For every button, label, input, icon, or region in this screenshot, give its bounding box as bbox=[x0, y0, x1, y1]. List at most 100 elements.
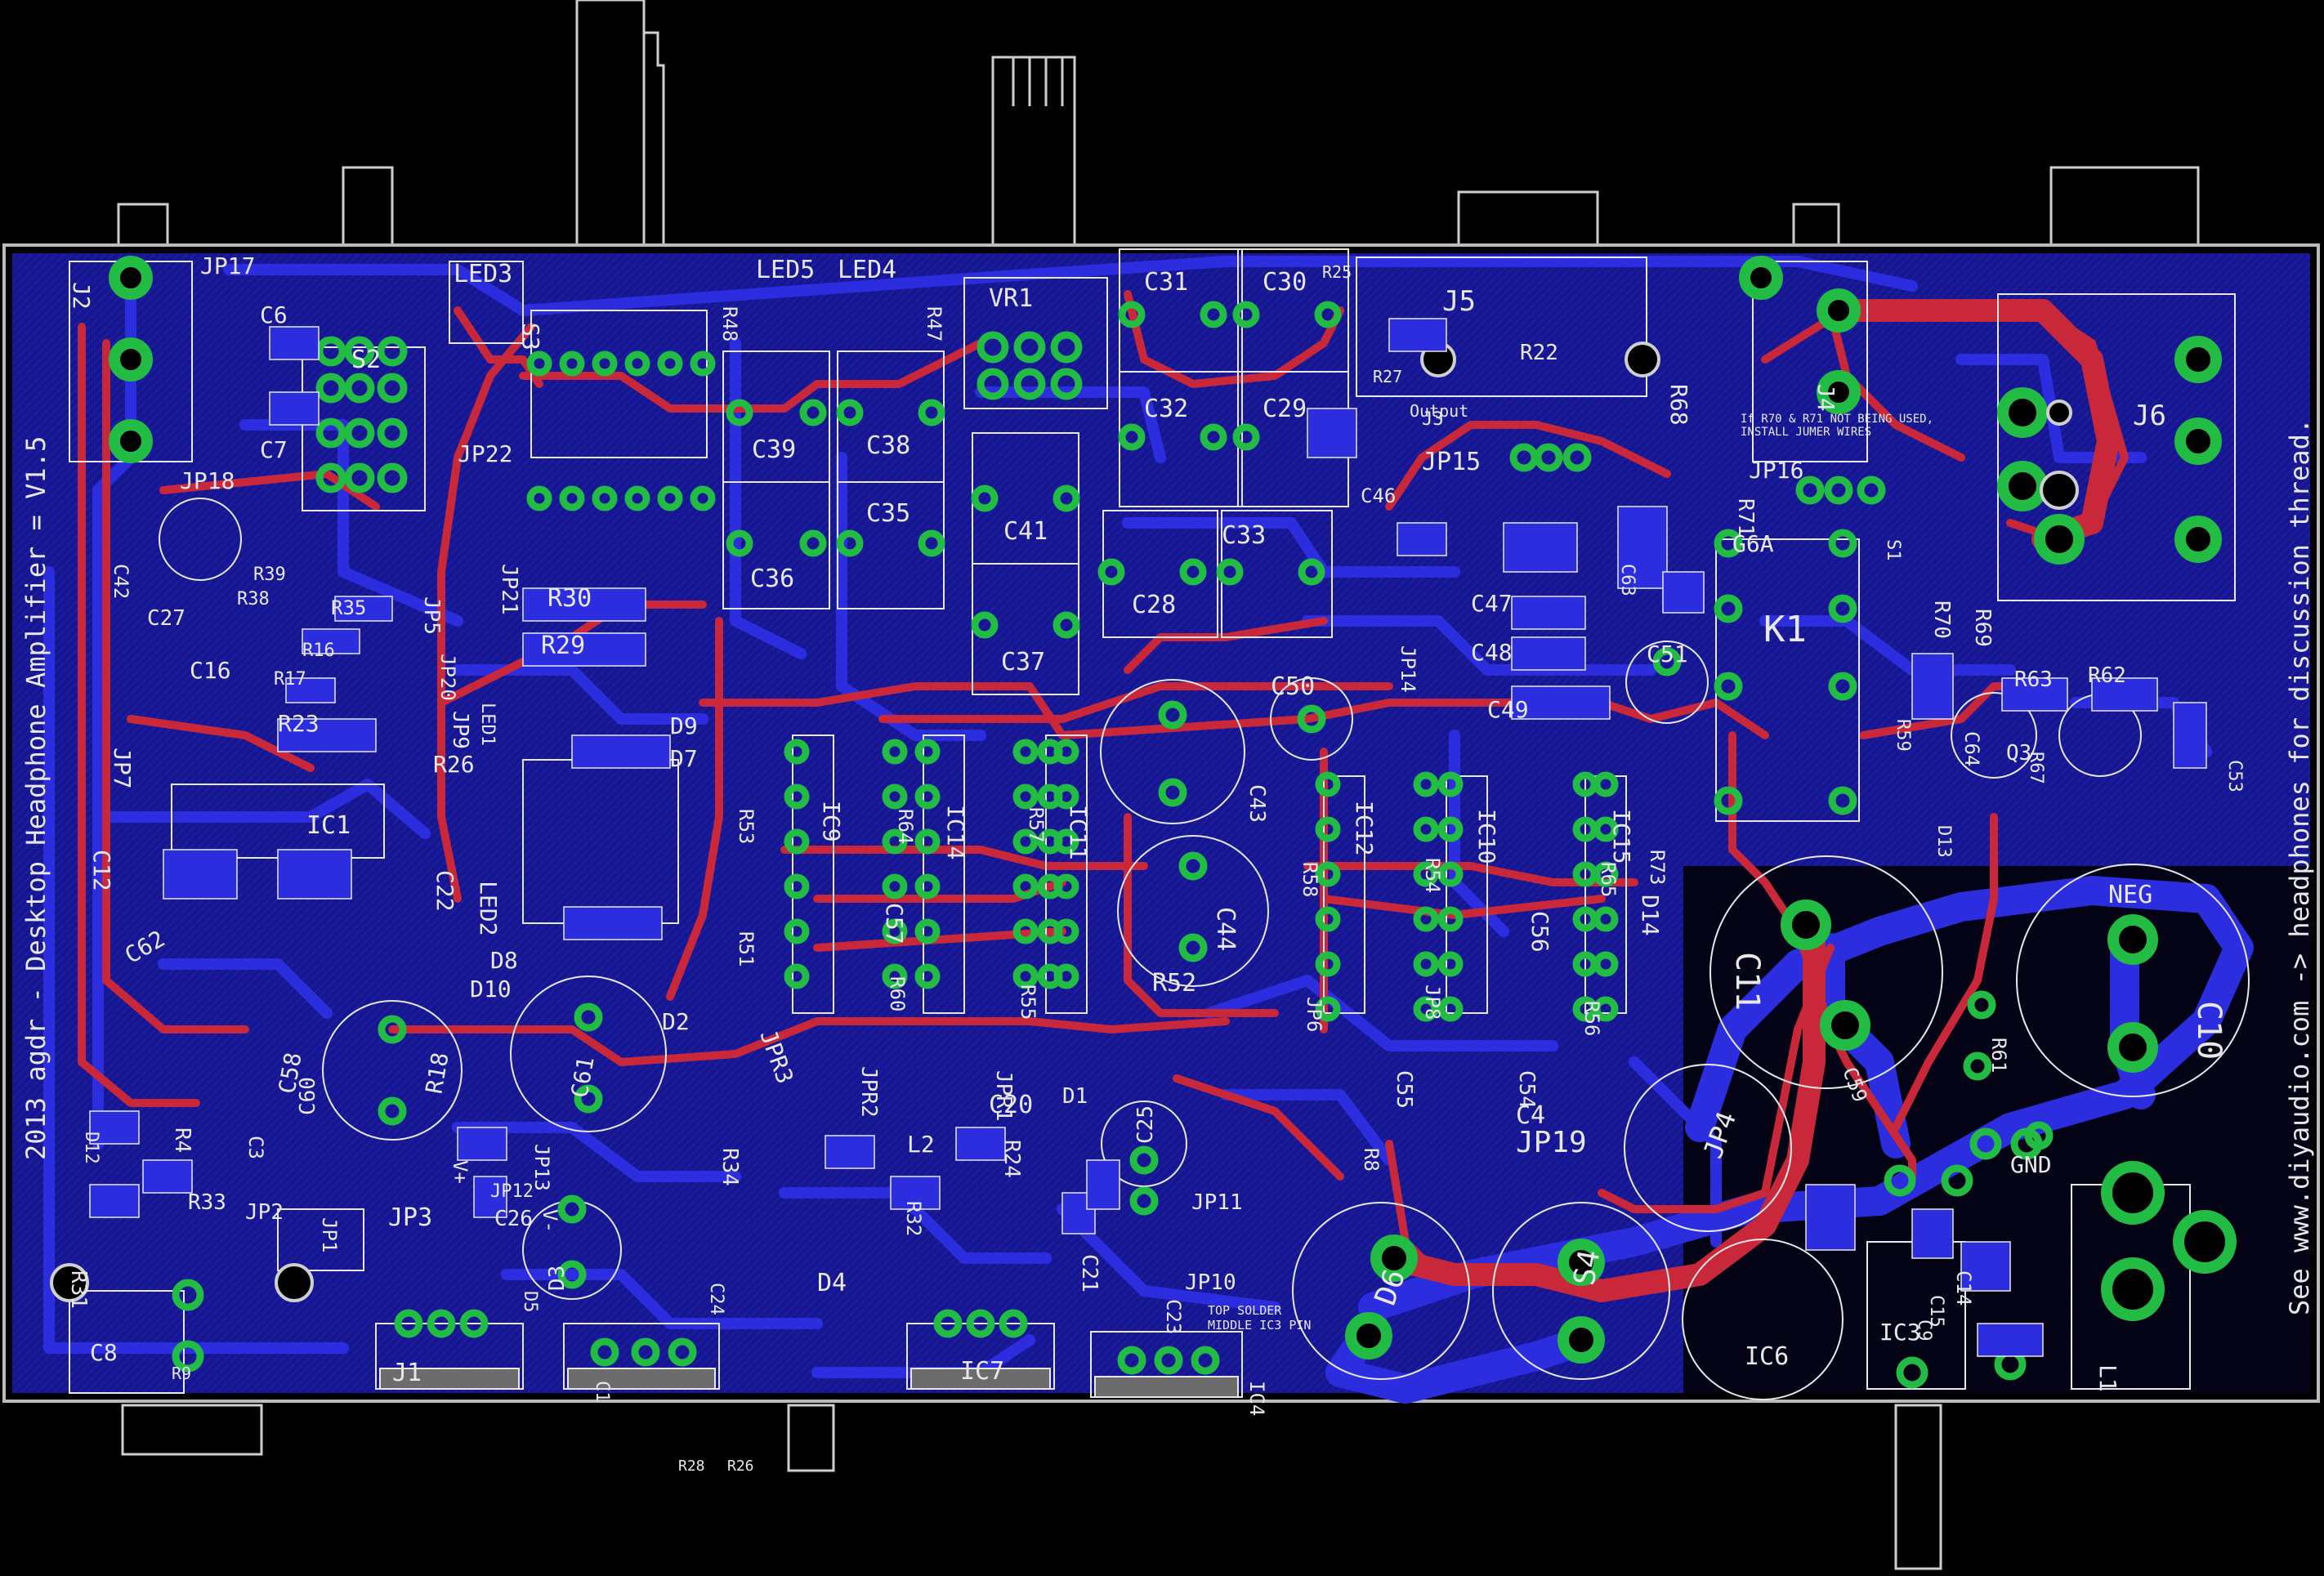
pad bbox=[918, 399, 945, 426]
component-label-d2: D2 bbox=[662, 1008, 690, 1035]
component-label-r48: R48 bbox=[718, 306, 741, 342]
component-label-jp6: JP6 bbox=[1303, 997, 1325, 1032]
pad bbox=[377, 336, 408, 367]
component-label-k1: K1 bbox=[1763, 609, 1807, 650]
pad bbox=[1297, 704, 1326, 734]
component-label-l2: L2 bbox=[907, 1131, 935, 1158]
component-label-c1: C1 bbox=[592, 1381, 612, 1403]
component-label-c64: C64 bbox=[1960, 731, 1983, 766]
pad bbox=[1714, 594, 1743, 623]
pad bbox=[526, 350, 552, 377]
component-label-c44: C44 bbox=[1211, 907, 1240, 951]
component-label-d10: D10 bbox=[470, 976, 512, 1002]
component-label-r4: R4 bbox=[170, 1127, 194, 1153]
smd-footprint bbox=[473, 1176, 507, 1218]
pad bbox=[590, 1337, 619, 1367]
pad bbox=[784, 873, 810, 900]
component-label-c46: C46 bbox=[1361, 484, 1396, 507]
smd-footprint bbox=[89, 1184, 140, 1218]
component-pads bbox=[172, 301, 2054, 1389]
pad bbox=[1129, 1186, 1159, 1216]
component-label-c51: C51 bbox=[1647, 641, 1688, 667]
pad bbox=[427, 1309, 456, 1338]
component-label-c56: C56 bbox=[1526, 911, 1553, 953]
pad bbox=[784, 784, 810, 810]
pad bbox=[1053, 918, 1079, 944]
pad bbox=[977, 368, 1009, 400]
component-label-r17: R17 bbox=[274, 669, 306, 690]
component-label-c27: C27 bbox=[147, 606, 185, 631]
component-label-c9: C9 bbox=[1914, 1319, 1934, 1342]
component-label-r68: R68 bbox=[1665, 384, 1692, 426]
pad bbox=[631, 1337, 660, 1367]
pad bbox=[315, 462, 346, 493]
component-label-c41: C41 bbox=[1003, 517, 1048, 546]
board-footer: See www.diyaudio.com -> headphones for d… bbox=[2284, 417, 2315, 1315]
component-label-r51: R51 bbox=[735, 931, 758, 967]
component-label-j5: J5 bbox=[1442, 285, 1476, 318]
pad bbox=[966, 1309, 995, 1338]
component-label-jp1: JP1 bbox=[318, 1217, 341, 1252]
component-label-d9: D9 bbox=[670, 712, 698, 739]
pad bbox=[1298, 558, 1325, 586]
pad bbox=[971, 611, 999, 639]
pad bbox=[557, 1260, 587, 1289]
smd-footprint bbox=[2173, 702, 2207, 769]
component-label-c26: C26 bbox=[494, 1207, 533, 1231]
smd-footprint bbox=[334, 596, 393, 622]
pad bbox=[1413, 771, 1439, 797]
component-label-ic3: IC3 bbox=[1879, 1319, 1921, 1346]
component-label-c54: C54 bbox=[1514, 1070, 1539, 1109]
component-label-c53: C53 bbox=[2224, 760, 2245, 792]
pad bbox=[933, 1309, 963, 1338]
pad bbox=[624, 350, 650, 377]
pad bbox=[1158, 778, 1187, 807]
component-label-r26: R26 bbox=[727, 1458, 754, 1475]
pad bbox=[1714, 672, 1743, 701]
pad bbox=[557, 1194, 587, 1224]
component-label-r52: R52 bbox=[1152, 969, 1196, 998]
smd-footprint bbox=[1911, 1208, 1954, 1259]
component-label-jp18: JP18 bbox=[180, 467, 235, 494]
pad bbox=[784, 963, 810, 989]
pad bbox=[1216, 558, 1244, 586]
pad bbox=[914, 918, 941, 944]
component-label-c7: C7 bbox=[260, 436, 288, 463]
component-label-jp11: JP11 bbox=[1191, 1190, 1243, 1215]
pad bbox=[377, 462, 408, 493]
pad bbox=[1593, 996, 1619, 1022]
pad bbox=[836, 399, 864, 426]
component-label-c55: C55 bbox=[1392, 1070, 1416, 1109]
pad bbox=[1232, 423, 1260, 451]
component-label-led2: LED2 bbox=[475, 881, 502, 935]
component-label-c36: C36 bbox=[750, 565, 794, 593]
pad bbox=[394, 1309, 423, 1338]
component-label-l1: L1 bbox=[2094, 1364, 2121, 1392]
pad bbox=[1012, 784, 1039, 810]
component-label-r8: R8 bbox=[1360, 1148, 1383, 1172]
pad bbox=[914, 963, 941, 989]
component-label-c30: C30 bbox=[1263, 268, 1307, 297]
smd-footprint bbox=[1662, 571, 1705, 614]
pad bbox=[1828, 529, 1857, 558]
pad bbox=[559, 350, 585, 377]
pad bbox=[1232, 301, 1260, 328]
pad bbox=[378, 1096, 407, 1126]
pad bbox=[559, 485, 585, 511]
pad bbox=[378, 1015, 407, 1044]
smd-footprint bbox=[277, 849, 352, 900]
component-label-c3: C3 bbox=[244, 1136, 267, 1159]
component-label-d4: D4 bbox=[817, 1269, 847, 1297]
pad bbox=[1012, 873, 1039, 900]
pad bbox=[1012, 963, 1039, 989]
smd-footprint bbox=[277, 718, 377, 752]
pad bbox=[1593, 951, 1619, 977]
pad bbox=[1158, 700, 1187, 730]
component-label-c39: C39 bbox=[752, 435, 796, 464]
pad bbox=[1857, 475, 1886, 505]
component-label-s4: S4 bbox=[1567, 1248, 1607, 1288]
component-label-r71: R71 bbox=[1733, 498, 1758, 537]
component-label-c35: C35 bbox=[866, 499, 910, 528]
component-label-ic15: IC15 bbox=[1608, 809, 1635, 864]
